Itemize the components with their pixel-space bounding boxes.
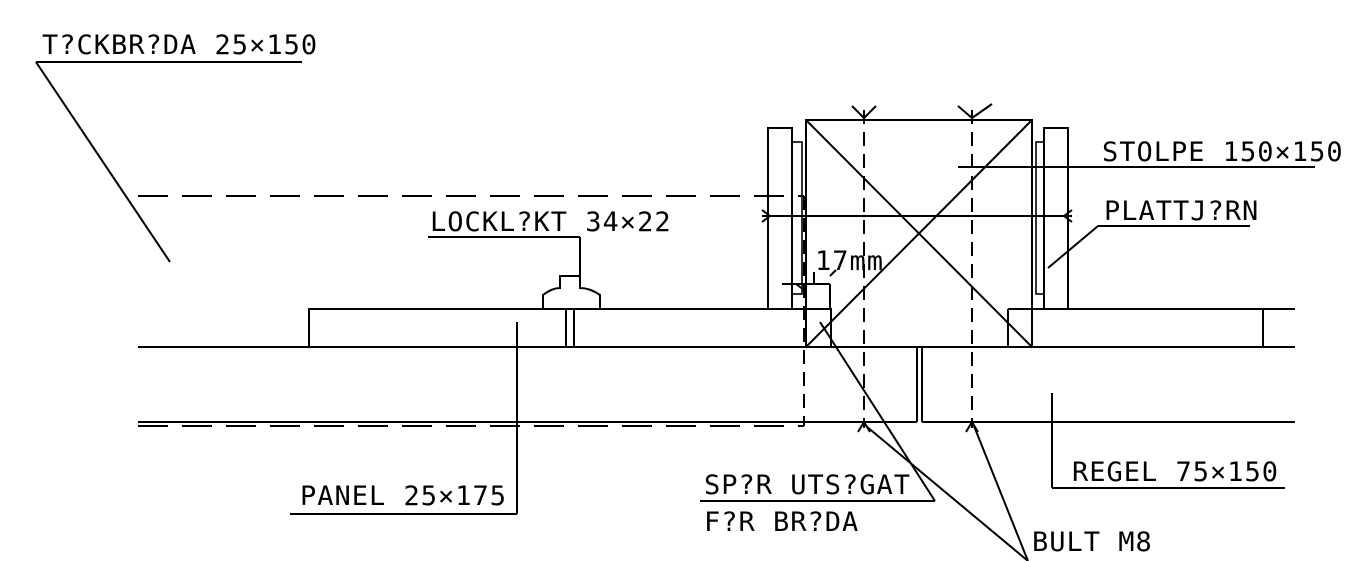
panel-board	[138, 346, 804, 423]
plattjarn-label: PLATTJ?RN	[1104, 196, 1259, 227]
panel-label: PANEL 25×175	[300, 481, 507, 512]
bult-callout: BULT M8	[865, 425, 1153, 561]
tackbrada-label: T?CKBR?DA 25×150	[42, 30, 318, 61]
plate-iron-right	[1035, 127, 1069, 310]
top-board-right	[1007, 308, 1295, 348]
top-board-left	[308, 308, 832, 348]
spar-label-line1: SP?R UTS?GAT	[704, 470, 911, 501]
stolpe-label: STOLPE 150×150	[1102, 137, 1344, 168]
plate-iron-left	[767, 127, 803, 310]
locklakt-label: LOCKL?KT 34×22	[430, 207, 672, 238]
stolpe-callout: STOLPE 150×150	[958, 137, 1344, 168]
tackbrada-callout: T?CKBR?DA 25×150	[35, 30, 318, 263]
bult-label: BULT M8	[1032, 527, 1153, 558]
cover-board-hidden	[138, 195, 805, 427]
spar-label-line2: F?R BR?DA	[704, 507, 859, 538]
bolt-centrelines	[851, 103, 993, 433]
plattjarn-callout: PLATTJ?RN	[1047, 196, 1259, 269]
width-dimension	[761, 209, 1073, 223]
spar-callout: SP?R UTS?GAT F?R BR?DA	[700, 321, 936, 538]
dimension-17mm-label: 17mm	[815, 246, 884, 277]
regel-callout: REGEL 75×150	[1051, 393, 1285, 489]
dimension-17mm: 17mm	[782, 246, 884, 309]
regel-label: REGEL 75×150	[1072, 457, 1279, 488]
panel-callout: PANEL 25×175	[290, 322, 518, 515]
stolpe-post	[805, 119, 1033, 348]
batten-profile: LOCKL?KT 34×22	[428, 207, 672, 309]
